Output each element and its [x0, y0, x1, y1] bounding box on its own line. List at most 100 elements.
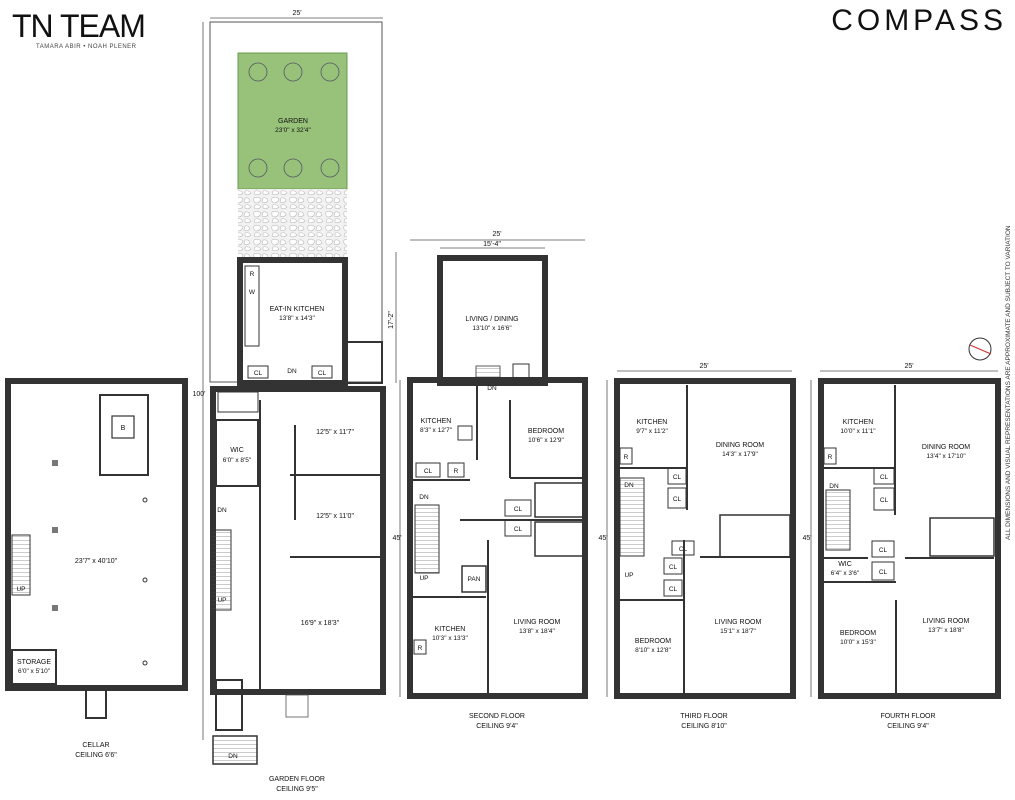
svg-text:DN: DN — [829, 483, 839, 490]
garden-room3-dim: 16'9" x 18'3" — [301, 620, 340, 627]
garden-main-outline — [210, 386, 386, 695]
svg-text:CL: CL — [318, 370, 327, 377]
svg-text:UP: UP — [217, 597, 226, 604]
svg-text:BEDROOM: BEDROOM — [840, 630, 876, 637]
garden-kitchen-ext — [237, 257, 348, 386]
svg-text:UP: UP — [419, 575, 428, 582]
svg-text:6'0" x 8'5": 6'0" x 8'5" — [223, 457, 252, 464]
svg-text:13'10" x 16'6": 13'10" x 16'6" — [472, 325, 512, 332]
svg-text:DINING ROOM: DINING ROOM — [716, 442, 764, 449]
svg-text:8'3" x 12'7": 8'3" x 12'7" — [420, 427, 453, 434]
svg-text:10'0" x 15'3": 10'0" x 15'3" — [840, 639, 876, 646]
front-vestibule — [215, 679, 243, 731]
svg-text:CL: CL — [514, 506, 523, 513]
storage-room — [11, 649, 57, 685]
cellar-outline — [5, 378, 188, 691]
drain — [142, 660, 148, 666]
svg-text:BEDROOM: BEDROOM — [528, 428, 564, 435]
svg-text:KITCHEN: KITCHEN — [435, 626, 466, 633]
svg-text:LIVING ROOM: LIVING ROOM — [715, 619, 762, 626]
svg-text:45': 45' — [392, 535, 401, 542]
team-logo: TN TEAM — [12, 8, 146, 44]
svg-text:R: R — [828, 454, 833, 461]
patio — [238, 189, 347, 257]
boiler — [111, 415, 135, 439]
svg-text:10'3" x 13'3": 10'3" x 13'3" — [432, 635, 468, 642]
svg-text:CL: CL — [424, 468, 433, 475]
svg-text:CL: CL — [879, 547, 888, 554]
storage-dim: 6'0" x 5'10" — [18, 668, 51, 675]
garden-dim: 23'0" x 32'4" — [275, 127, 311, 134]
column — [52, 460, 58, 466]
brokerage-logo: COMPASS — [831, 4, 1007, 37]
svg-text:CL: CL — [669, 586, 678, 593]
svg-text:CL: CL — [673, 496, 682, 503]
svg-text:CL: CL — [880, 474, 889, 481]
svg-text:R: R — [250, 271, 255, 278]
svg-text:CL: CL — [514, 526, 523, 533]
garden-floor-plan: 25' 100' GARDEN 23'0" x 32'4" R W EAT-IN… — [192, 10, 397, 793]
svg-text:10'0" x 11'1": 10'0" x 11'1" — [840, 428, 876, 435]
svg-text:15'-4": 15'-4" — [483, 241, 501, 248]
third-floor-plan: 25' 45' KITCHEN 9'7" x 11'2" R DINING RO… — [598, 363, 796, 730]
svg-text:DN: DN — [419, 494, 429, 501]
svg-text:CEILING 9'4": CEILING 9'4" — [476, 723, 518, 730]
svg-text:R: R — [454, 468, 459, 475]
svg-text:CL: CL — [880, 497, 889, 504]
svg-text:DN: DN — [228, 753, 238, 760]
drain — [142, 577, 148, 583]
cellar-title: CELLAR — [82, 742, 109, 749]
svg-text:CL: CL — [673, 474, 682, 481]
garden-kitchen-dim: 13'8" x 14'3" — [279, 315, 315, 322]
storage-label: STORAGE — [17, 659, 51, 666]
team-members: TAMARA ABIR • NOAH PLENER — [36, 44, 137, 50]
svg-text:DINING ROOM: DINING ROOM — [922, 444, 970, 451]
svg-text:CL: CL — [254, 370, 263, 377]
svg-text:R: R — [624, 454, 629, 461]
boiler-room — [99, 394, 149, 476]
svg-text:DN: DN — [487, 385, 497, 392]
svg-text:25': 25' — [904, 363, 913, 370]
cellar-plan: B UP 23'7" x 40'10" STORAGE 6'0" x 5'10"… — [5, 378, 188, 759]
svg-text:KITCHEN: KITCHEN — [637, 419, 668, 426]
garden-kitchen-label: EAT-IN KITCHEN — [270, 306, 325, 313]
lot-depth: 100' — [192, 391, 205, 398]
svg-text:KITCHEN: KITCHEN — [421, 418, 452, 425]
garden-room1-dim: 12'5" x 11'7" — [316, 429, 354, 436]
svg-text:CL: CL — [879, 569, 888, 576]
svg-text:CEILING 9'4": CEILING 9'4" — [887, 723, 929, 730]
svg-text:13'4" x 17'10": 13'4" x 17'10" — [926, 453, 966, 460]
fourth-floor-title: FOURTH FLOOR — [880, 713, 935, 720]
svg-text:DN: DN — [624, 482, 634, 489]
svg-text:CL: CL — [669, 564, 678, 571]
svg-text:CEILING 8'10": CEILING 8'10" — [681, 723, 727, 730]
garden-label: GARDEN — [278, 118, 308, 125]
cellar-main-dim: 23'7" x 40'10" — [75, 558, 118, 565]
ext-depth: 17'-2" — [388, 311, 395, 329]
svg-text:13'7" x 18'8": 13'7" x 18'8" — [928, 627, 964, 634]
garden-wic — [215, 419, 259, 487]
front-stoop — [212, 735, 258, 765]
svg-text:25': 25' — [492, 231, 501, 238]
column — [52, 605, 58, 611]
fourth-main-outline — [818, 378, 1001, 699]
garden-stairs — [210, 529, 232, 611]
svg-text:25': 25' — [699, 363, 708, 370]
column — [52, 527, 58, 533]
cellar-stairs — [11, 534, 31, 596]
svg-text:8'10" x 12'8": 8'10" x 12'8" — [635, 647, 671, 654]
svg-text:45': 45' — [802, 535, 811, 542]
front-planter — [285, 694, 309, 718]
fourth-floor-plan: 25' 45' KITCHEN 10'0" x 11'1" R DINING R… — [802, 337, 1001, 730]
lot-width: 25' — [292, 10, 301, 17]
svg-text:13'8" x 18'4": 13'8" x 18'4" — [519, 628, 555, 635]
svg-text:LIVING ROOM: LIVING ROOM — [923, 618, 970, 625]
garden-floor-ceiling: CEILING 9'5" — [276, 786, 318, 793]
svg-text:6'4" x 3'6": 6'4" x 3'6" — [831, 570, 860, 577]
svg-text:10'6" x 12'9": 10'6" x 12'9" — [528, 437, 564, 444]
svg-text:KITCHEN: KITCHEN — [843, 419, 874, 426]
svg-text:PAN: PAN — [468, 576, 481, 583]
cellar-areaway — [85, 687, 107, 719]
cellar-stair-up: UP — [16, 586, 25, 593]
third-main-outline — [614, 378, 796, 699]
